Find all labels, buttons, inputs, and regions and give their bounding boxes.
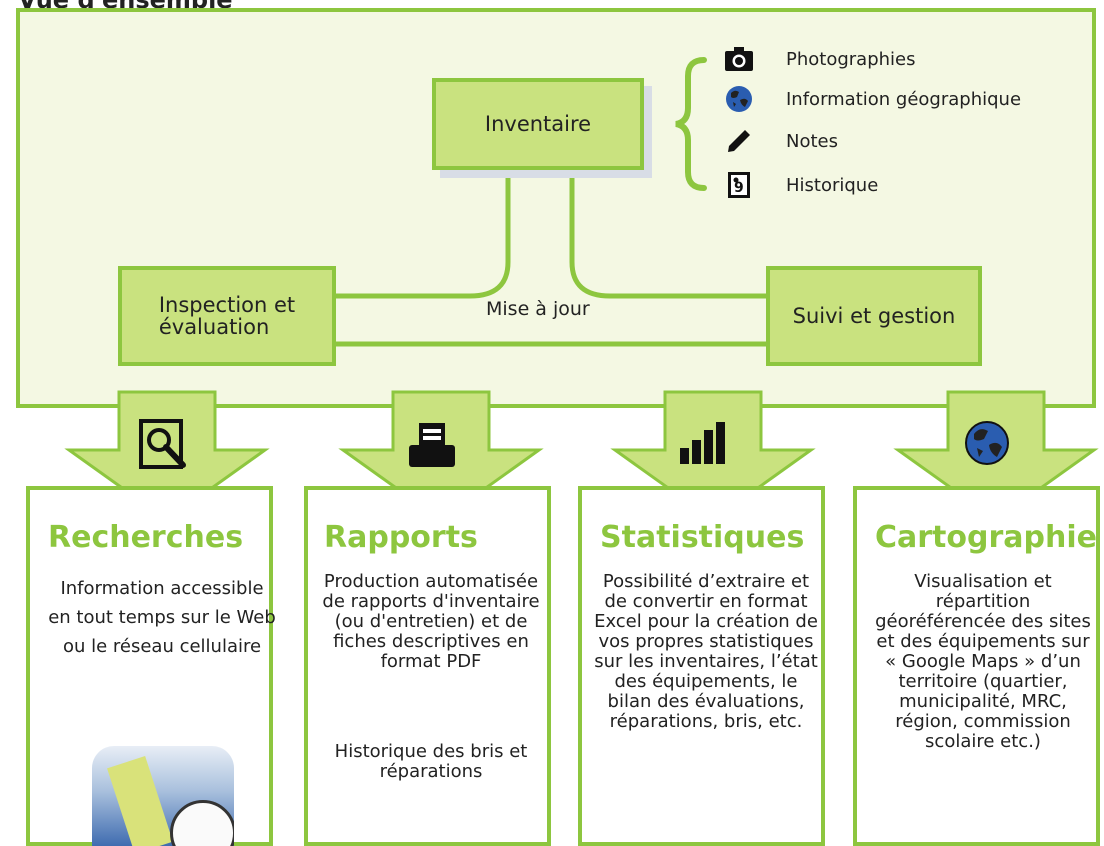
camera-icon bbox=[724, 44, 754, 74]
globe-icon bbox=[724, 84, 754, 114]
box-rapports: Rapports Production automatisée de rappo… bbox=[304, 486, 551, 846]
arrow-recherches bbox=[64, 390, 270, 522]
legend-label: Information géographique bbox=[786, 88, 1022, 110]
mise-a-jour-label: Mise à jour bbox=[486, 298, 590, 320]
legend-item-information-geographique: Information géographique bbox=[724, 84, 1021, 114]
pencil-icon bbox=[724, 126, 754, 156]
box-text-recherches: Information accessible en tout temps sur… bbox=[48, 578, 276, 657]
legend-label: Photographies bbox=[786, 48, 916, 70]
box-text-statistiques: Possibilité d’extraire et de convertir e… bbox=[594, 571, 818, 732]
legend-label: Historique bbox=[786, 174, 879, 196]
magnifier-document-icon bbox=[136, 416, 192, 472]
node-inspection: Inspection et évaluation bbox=[118, 266, 336, 366]
box-title-recherches: Recherches bbox=[48, 520, 244, 555]
node-inspection-label: Inspection et évaluation bbox=[158, 293, 296, 339]
node-suivi: Suivi et gestion bbox=[766, 266, 982, 366]
box-text-rapports-historique: Historique des bris et réparations bbox=[334, 741, 528, 782]
svg-text:9: 9 bbox=[734, 180, 744, 196]
box-title-statistiques: Statistiques bbox=[600, 520, 805, 555]
legend-label: Notes bbox=[786, 130, 838, 152]
box-statistiques: Statistiques Possibilité d’extraire et d… bbox=[578, 486, 825, 846]
printer-icon bbox=[404, 418, 460, 474]
legend-item-historique: 9 Historique bbox=[724, 170, 878, 200]
ruler-shape bbox=[107, 756, 173, 846]
mobile-app-icon bbox=[92, 746, 234, 846]
soccer-ball-shape bbox=[170, 800, 234, 846]
legend-item-notes: Notes bbox=[724, 126, 838, 156]
bar-chart-icon bbox=[672, 418, 732, 468]
connector-inventaire-inspection bbox=[336, 170, 511, 299]
connector-inventaire-suivi bbox=[569, 170, 766, 299]
history-icon: 9 bbox=[724, 170, 754, 200]
globe-icon bbox=[960, 416, 1014, 470]
box-title-rapports: Rapports bbox=[324, 520, 478, 555]
legend-brace bbox=[675, 57, 707, 191]
node-inventaire-label: Inventaire bbox=[484, 112, 592, 136]
box-cartographie: Cartographie Visualisation et répartitio… bbox=[853, 486, 1100, 846]
box-title-cartographie: Cartographie bbox=[875, 520, 1097, 555]
node-inventaire: Inventaire bbox=[432, 78, 644, 170]
box-text-cartographie: Visualisation et répartition géoréférenc… bbox=[875, 571, 1091, 752]
box-text-rapports: Production automatisée de rapports d'inv… bbox=[322, 571, 540, 672]
box-recherches: Recherches Information accessible en tou… bbox=[26, 486, 276, 846]
node-suivi-label: Suivi et gestion bbox=[792, 304, 956, 328]
legend-item-photographies: Photographies bbox=[724, 44, 916, 74]
